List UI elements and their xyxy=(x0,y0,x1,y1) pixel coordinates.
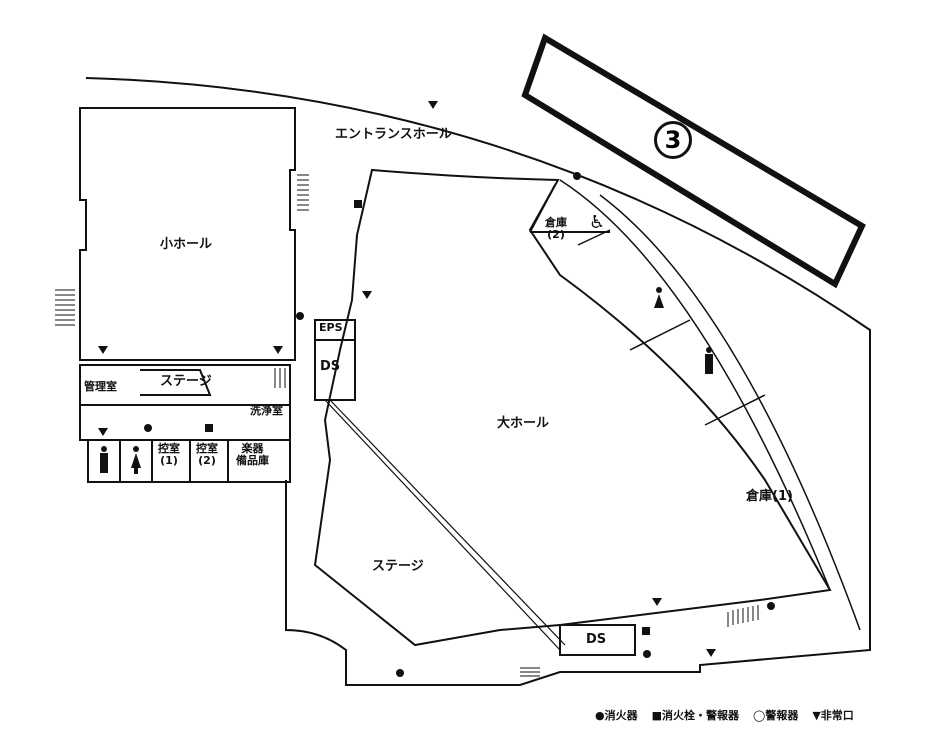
male-restroom-icon xyxy=(100,446,108,473)
female-restroom-icon xyxy=(131,446,141,474)
hydrant-icon xyxy=(642,627,650,635)
extinguisher-icon xyxy=(643,650,651,658)
extinguisher-icon xyxy=(573,172,581,180)
extinguisher-icon xyxy=(767,602,775,610)
washroom-label: 洗浄室 xyxy=(250,404,283,417)
female-restroom-icon xyxy=(654,287,664,308)
waiting-room-1-number: (1) xyxy=(160,454,178,468)
extinguisher-icon xyxy=(396,669,404,677)
extinguisher-icon xyxy=(296,312,304,320)
legend-exit: ▼非常口 xyxy=(812,709,854,722)
ds-top-label: DS xyxy=(320,359,341,374)
instrument-storage-label: 楽器備品庫 xyxy=(236,442,269,468)
storage-1-label: 倉庫(1) xyxy=(746,489,793,504)
legend-alarm: ◯警報器 xyxy=(753,709,799,722)
exit-icon xyxy=(98,346,108,354)
storage-2-number: (2) xyxy=(547,228,565,242)
waiting-room-2-label: 控室(2) xyxy=(196,442,218,468)
legend-extinguisher: ●消火器 xyxy=(595,709,638,722)
legend-hydrant: ■消火栓・警報器 xyxy=(651,709,740,722)
large-stage-label: ステージ xyxy=(372,559,424,574)
legend: ●消火器 ■消火栓・警報器 ◯警報器 ▼非常口 xyxy=(595,707,854,723)
storage-2-name: 倉庫 xyxy=(545,216,567,229)
large-hall-label: 大ホール xyxy=(497,416,550,431)
small-stage-label: ステージ xyxy=(160,374,212,389)
waiting-room-1-label: 控室(1) xyxy=(158,442,180,468)
extinguisher-icon xyxy=(144,424,152,432)
exit-icon xyxy=(98,428,108,436)
instrument-storage-line2: 備品庫 xyxy=(236,454,269,468)
exit-icon xyxy=(362,291,372,299)
wheelchair-icon: ♿ xyxy=(589,212,605,233)
waiting-room-2-number: (2) xyxy=(198,454,216,468)
hydrant-icon xyxy=(354,200,362,208)
eps-label: EPS xyxy=(319,321,343,334)
exit-icon xyxy=(273,346,283,354)
large-hall-wall xyxy=(313,168,832,647)
exit-icon xyxy=(428,101,438,109)
storage-2-label: 倉庫(2) xyxy=(545,216,567,242)
exit-icon xyxy=(652,598,662,606)
small-hall-wall xyxy=(79,107,296,361)
outer-wall xyxy=(85,77,871,686)
exit-icon xyxy=(706,649,716,657)
area-3-box xyxy=(521,33,866,289)
male-restroom-icon xyxy=(705,347,713,374)
area-number-badge: 3 xyxy=(654,121,692,159)
ds-bottom-label: DS xyxy=(586,632,607,647)
small-hall-label: 小ホール xyxy=(160,237,213,252)
waiting-room-1-name: 控室 xyxy=(158,442,180,455)
instrument-storage-line1: 楽器 xyxy=(241,442,264,455)
management-room-label: 管理室 xyxy=(84,380,117,393)
waiting-room-2-name: 控室 xyxy=(196,442,218,455)
entrance-hall-label: エントランスホール xyxy=(335,127,452,142)
hydrant-icon xyxy=(205,424,213,432)
